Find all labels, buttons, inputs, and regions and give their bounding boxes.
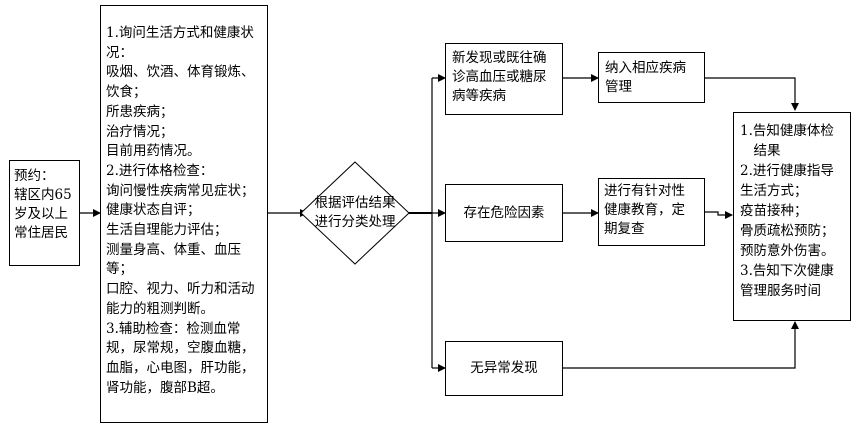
- reserve-box: 预约： 辖区内65 岁及以上 常住居民: [9, 160, 80, 266]
- final-line: 骨质疏松预防；: [740, 223, 835, 239]
- branch-risk-label: 存在危险因素: [463, 204, 545, 221]
- exam-line: 健康状态自评；: [106, 202, 201, 219]
- arrow-action-risk-to-final: [705, 211, 733, 219]
- action-disease-line: 纳入相应疾病: [605, 60, 686, 76]
- action-risk-line: 期复查: [604, 221, 645, 237]
- exam-line: 能力的粗测判断。: [106, 300, 214, 317]
- exam-line: 所患疾病；: [106, 103, 174, 120]
- reserve-line: 常住居民: [14, 225, 68, 241]
- arrow-action-disease-to-final: [705, 77, 799, 111]
- reserve-line: 辖区内65: [14, 187, 72, 203]
- final-line: 3.告知下次健康: [740, 263, 834, 279]
- branch-normal-label: 无异常发现: [470, 360, 538, 376]
- branch-disease-box: 新发现或既往确 诊高血压或糖尿 病等疾病: [445, 43, 563, 115]
- action-risk-line: 进行有针对性: [604, 183, 685, 199]
- action-risk-line: 健康教育，定: [604, 202, 685, 218]
- action-risk-box: 进行有针对性 健康教育，定 期复查: [598, 178, 705, 246]
- action-disease-line: 管理: [605, 79, 632, 95]
- decision-label: 根据评估结果 进行分类处理: [305, 194, 405, 232]
- exam-line: 1.询问生活方式和健康状: [106, 25, 254, 41]
- exam-line: 况：: [106, 44, 133, 61]
- decision-line: 进行分类处理: [314, 214, 396, 230]
- final-line: 1.告知健康体检: [740, 123, 834, 139]
- exam-line: 血脂，心电图，肝功能，: [106, 359, 255, 376]
- final-line: 生活方式；: [740, 183, 808, 199]
- decision-diamond: [300, 161, 410, 265]
- final-guidance-box: 1.告知健康体检 结果 2.进行健康指导 生活方式； 疫苗接种； 骨质疏松预防；…: [733, 112, 851, 321]
- exam-line: 测量身高、体重、血压: [106, 241, 241, 258]
- final-line: 管理服务时间: [740, 283, 821, 299]
- exam-line: 肾功能，腹部B超。: [106, 379, 224, 396]
- exam-line: 吸烟、饮酒、体育锻炼、: [106, 64, 255, 81]
- exam-line: 2.进行体格检查：: [106, 162, 214, 179]
- arrow-normal-to-final: [563, 321, 799, 369]
- final-line: 疫苗接种；: [740, 203, 808, 219]
- branch-risk-box: 存在危险因素: [445, 184, 563, 242]
- exam-line: 饮食；: [106, 84, 147, 101]
- exam-line: 目前用药情况。: [106, 143, 201, 160]
- exam-line: 口腔、视力、听力和活动: [106, 281, 255, 298]
- decision-line: 根据评估结果: [314, 195, 396, 211]
- exam-items-box: 1.询问生活方式和健康状 况： 吸烟、饮酒、体育锻炼、 饮食； 所患疾病； 治疗…: [100, 5, 268, 423]
- branch-disease-line: 病等疾病: [452, 88, 506, 104]
- exam-line: 询问慢性疾病常见症状；: [106, 182, 255, 199]
- branch-disease-line: 诊高血压或糖尿: [452, 69, 547, 85]
- reserve-line: 岁及以上: [14, 206, 68, 222]
- exam-line: 生活自理能力评估；: [106, 222, 228, 239]
- final-line: 结果: [740, 143, 781, 159]
- exam-line: 等；: [106, 261, 133, 278]
- action-disease-box: 纳入相应疾病 管理: [598, 52, 705, 103]
- reserve-line: 预约：: [14, 168, 55, 184]
- exam-line: 规，尿常规，空腹血糖，: [106, 340, 255, 357]
- branch-disease-line: 新发现或既往确: [452, 50, 547, 66]
- exam-line: 治疗情况；: [106, 123, 174, 140]
- branch-normal-box: 无异常发现: [445, 341, 563, 396]
- exam-line: 3.辅助检查：检测血常: [106, 320, 241, 337]
- final-line: 2.进行健康指导: [740, 163, 834, 179]
- final-line: 预防意外伤害。: [740, 243, 835, 259]
